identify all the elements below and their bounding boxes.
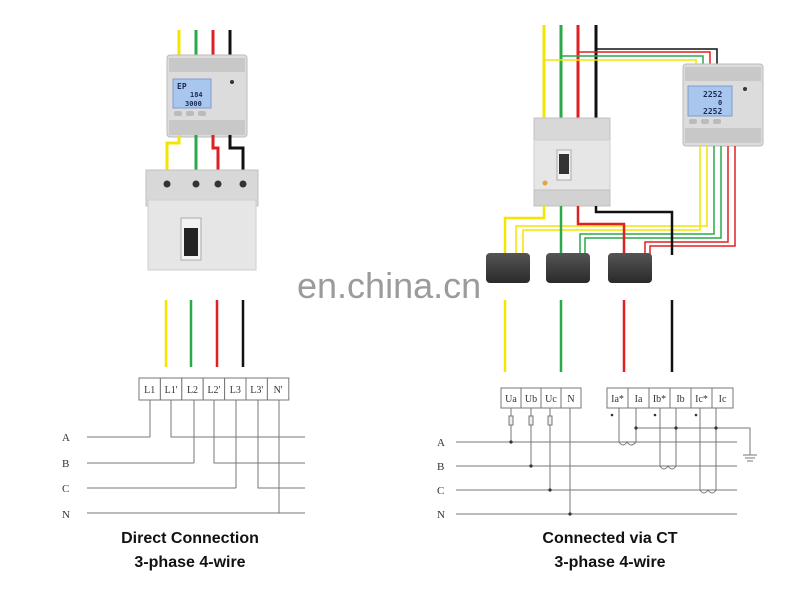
meter-button <box>198 111 206 116</box>
terminal-box <box>560 387 582 409</box>
watermark: en.china.cn <box>297 265 481 306</box>
terminal-label: Ib <box>676 394 684 405</box>
polarity-mark-ia <box>610 413 614 417</box>
indicator-led <box>230 80 234 84</box>
lcd-screen <box>687 85 733 117</box>
right-voltage-terminal-block: Ua Ub Uc N <box>500 387 582 409</box>
left-terminal-block: L1 L1' L2 L2' L3 L3' N' <box>138 377 290 401</box>
left-schematic: L1 L1' L2 L2' L3 L3' N' <box>87 377 305 514</box>
meter-button <box>701 119 709 124</box>
terminal-label: Ia* <box>611 394 624 405</box>
terminal-label: L2 <box>187 385 198 396</box>
phase-label-a: A <box>437 437 445 449</box>
left-photo: EP 184 3000 <box>145 30 259 367</box>
meter-button <box>186 111 194 116</box>
terminal-label: Uc <box>545 394 557 405</box>
phase-label-n: N <box>62 509 70 521</box>
terminal-label: L3' <box>250 385 263 396</box>
left-output-wires <box>164 300 245 367</box>
lcd-line-2: 0 <box>718 99 722 107</box>
terminal-label: L1 <box>144 385 155 396</box>
energy-meter-left: EP 184 3000 <box>166 54 248 138</box>
lcd-line-1: 2252 <box>703 90 722 99</box>
right-dots <box>509 413 718 516</box>
phase-label-a: A <box>62 432 70 444</box>
lcd-line-2: 184 <box>190 91 203 99</box>
phase-label-n: N <box>437 509 445 521</box>
right-schematic: Ua Ub Uc N Ia* Ia Ib* Ib Ic* Ic <box>456 387 757 515</box>
energy-meter-right: 2252 0 2252 <box>682 63 764 147</box>
breaker-toggle <box>559 154 569 174</box>
left-phase-labels: A B C N <box>62 432 70 521</box>
right-caption: Connected via CT 3-phase 4-wire <box>500 527 720 575</box>
polarity-mark-ic <box>694 413 698 417</box>
ct-a <box>486 253 530 283</box>
terminal-label: N' <box>274 385 283 396</box>
phase-label-c: C <box>437 485 444 497</box>
right-photo: 2252 0 2252 <box>480 25 764 372</box>
lcd-line-3: 2252 <box>703 107 722 116</box>
fuse-uc <box>547 415 553 426</box>
right-current-terminal-block: Ia* Ia Ib* Ib Ic* Ic <box>606 387 734 409</box>
circuit-breaker-left <box>145 169 259 300</box>
terminal-label: Ic* <box>695 394 708 405</box>
left-caption-title: Direct Connection <box>121 530 259 547</box>
meter-button <box>174 111 182 116</box>
terminal-label: L1' <box>165 385 178 396</box>
lcd-line-1: EP <box>177 82 187 91</box>
phase-label-b: B <box>62 458 69 470</box>
ct-b <box>546 253 590 283</box>
right-caption-title: Connected via CT <box>542 530 678 547</box>
right-phase-labels: A B C N <box>437 437 445 521</box>
phase-label-b: B <box>437 461 444 473</box>
terminal-label: Ia <box>635 394 643 405</box>
lcd-screen <box>172 78 212 109</box>
terminal-label: Ua <box>505 394 517 405</box>
terminal-label: Ib* <box>653 394 666 405</box>
current-transformers <box>480 253 680 301</box>
terminal-box <box>711 387 734 409</box>
left-caption-subtitle: 3-phase 4-wire <box>134 554 246 571</box>
terminal-label: Ub <box>525 394 537 405</box>
circuit-breaker-right <box>533 117 611 207</box>
terminal-label: L2' <box>207 385 220 396</box>
terminal-label: N <box>567 394 574 405</box>
fuse-ub <box>528 415 534 426</box>
breaker-toggle <box>184 228 198 256</box>
meter-button <box>713 119 721 124</box>
indicator-led <box>743 87 747 91</box>
fuse-ua <box>508 415 514 426</box>
terminal-label: L3 <box>230 385 241 396</box>
left-caption: Direct Connection 3-phase 4-wire <box>80 527 300 575</box>
ct-c <box>608 253 652 283</box>
terminal-box <box>266 377 290 401</box>
polarity-mark-ib <box>653 413 657 417</box>
right-caption-subtitle: 3-phase 4-wire <box>554 554 666 571</box>
meter-button <box>689 119 697 124</box>
terminal-label: Ic <box>719 394 727 405</box>
lcd-line-3: 3000 <box>185 100 202 108</box>
phase-label-c: C <box>62 483 69 495</box>
